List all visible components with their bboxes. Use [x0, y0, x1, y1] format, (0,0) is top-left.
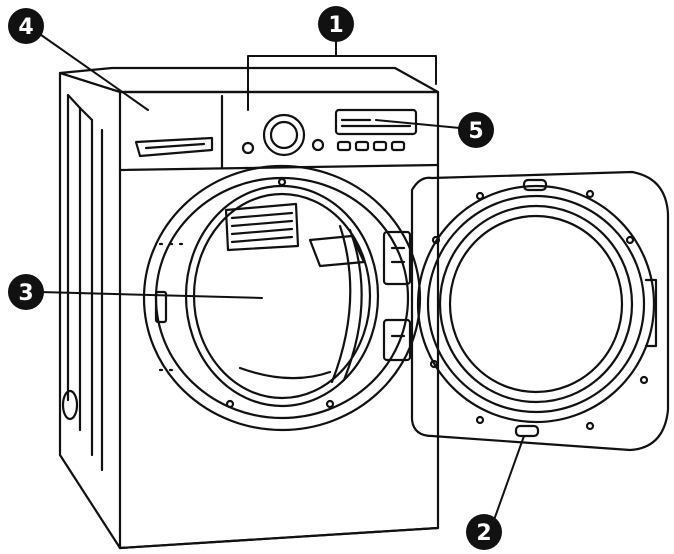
callout-2-label: 2 [476, 521, 491, 546]
control-panel [241, 108, 418, 157]
callout-4-label: 4 [18, 15, 33, 40]
callout-5: 5 [458, 112, 494, 148]
dryer-door [410, 170, 670, 452]
callout-1: 1 [318, 6, 354, 42]
callout-1-label: 1 [328, 13, 343, 38]
callout-4: 4 [8, 8, 44, 44]
dryer-cabinet [58, 66, 440, 550]
drum-opening [142, 164, 422, 432]
lint-filter-drawer [134, 136, 214, 158]
callout-3: 3 [8, 274, 44, 310]
door-hinges [382, 230, 412, 362]
leader-lines [33, 29, 525, 521]
callout-3-label: 3 [18, 281, 33, 306]
callout-2: 2 [466, 514, 502, 550]
callout-5-label: 5 [468, 119, 483, 144]
